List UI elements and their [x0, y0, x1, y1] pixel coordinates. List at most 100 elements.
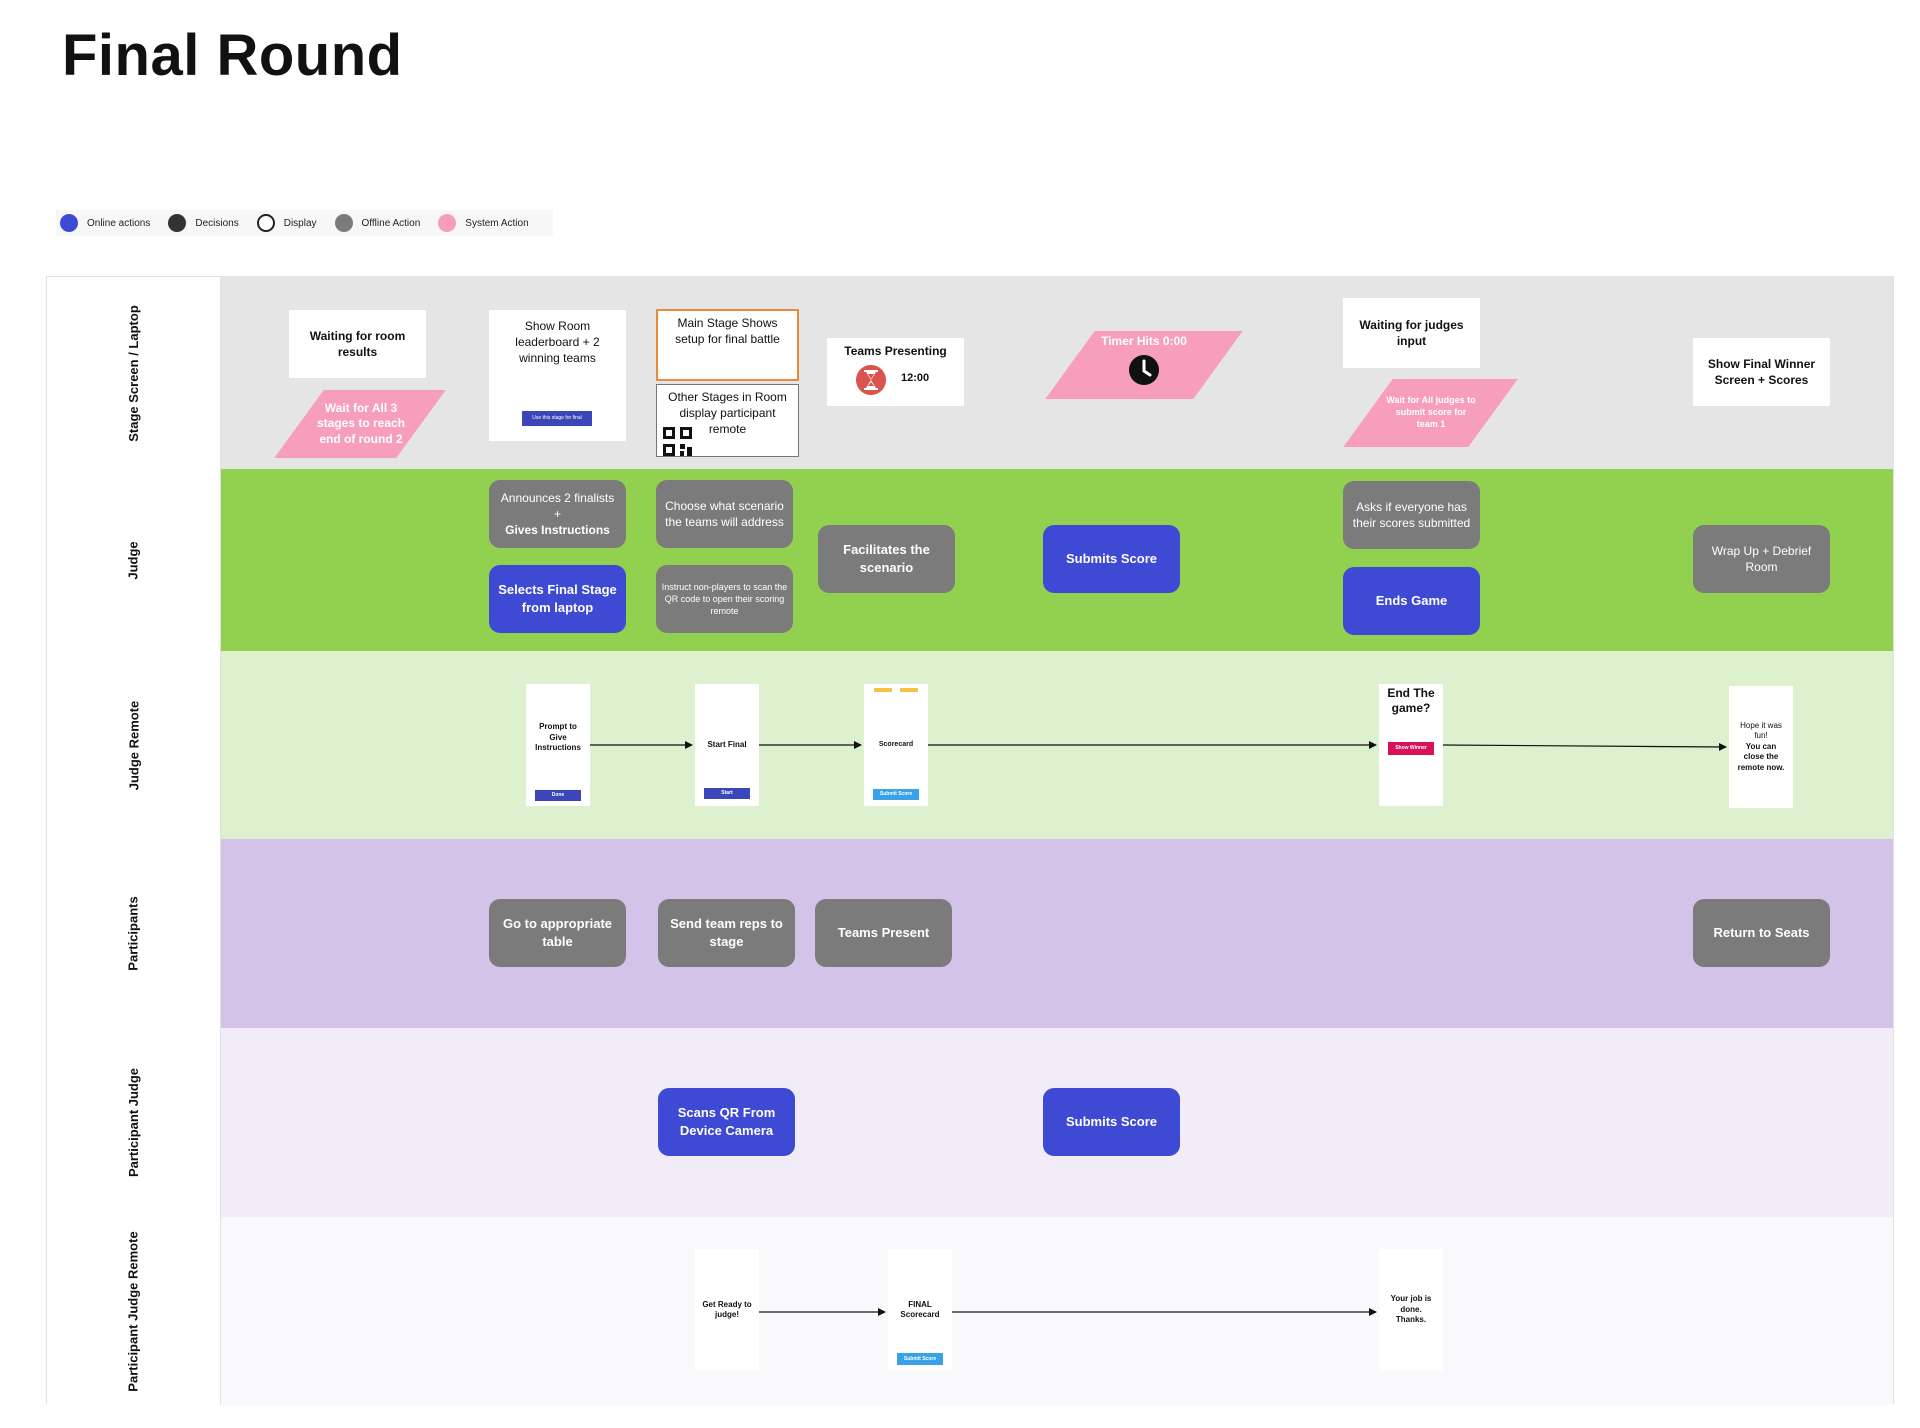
lane-body: Get Ready to judge! FINAL Scorecard Subm… [221, 1217, 1893, 1405]
wait-all-stages-text: Wait for All 3 stages to reach end of ro… [296, 390, 426, 458]
node-label: Waiting for room results [309, 328, 406, 359]
lane-participant-judge-remote: Participant Judge Remote Get Ready to ju… [47, 1217, 1893, 1405]
node-label: FINAL Scorecard [900, 1299, 940, 1319]
node-label: Waiting for judges input [1359, 317, 1464, 348]
node-label: Start Final [707, 739, 747, 749]
hope-fun-screen: Hope it was fun! You can close the remot… [1729, 686, 1793, 808]
facilitates-scenario-node: Facilitates the scenario [818, 525, 955, 593]
yellow-tab-icon [874, 688, 892, 692]
other-stages-display: Other Stages in Room display participant… [656, 384, 799, 457]
page-title: Final Round [62, 23, 403, 88]
decision-dot-icon [168, 214, 187, 232]
node-label: Teams Presenting [844, 344, 947, 358]
lane-body: Announces 2 finalists + Gives Instructio… [221, 469, 1893, 651]
node-label: Instruct non-players to scan the QR code… [661, 581, 788, 617]
node-label: Asks if everyone has their scores submit… [1352, 499, 1471, 530]
system-dot-icon [438, 214, 457, 232]
get-ready-screen: Get Ready to judge! [695, 1249, 759, 1371]
lane-title: Participant Judge Remote [126, 1230, 141, 1392]
node-label: Scans QR From Device Camera [677, 1105, 776, 1138]
wrap-up-node: Wrap Up + Debrief Room [1693, 525, 1830, 593]
legend-label: Display [283, 217, 317, 229]
asks-everyone-node: Asks if everyone has their scores submit… [1343, 481, 1480, 549]
start-button[interactable]: Start [704, 788, 750, 799]
job-done-screen: Your job is done. Thanks. [1379, 1249, 1443, 1371]
legend-item-offline: Offline Action [334, 214, 421, 232]
prompt-instructions-screen: Prompt to Give Instructions Done [526, 684, 590, 806]
show-winner-button[interactable]: Show Winner [1388, 742, 1434, 755]
node-label: End The game? [1387, 686, 1435, 715]
go-to-table-node: Go to appropriate table [489, 899, 626, 967]
use-stage-button[interactable]: Use this stage for final [522, 411, 592, 426]
participant-submits-score-button[interactable]: Submits Score [1043, 1088, 1180, 1156]
judge-submits-score-button[interactable]: Submits Score [1043, 525, 1180, 593]
done-button[interactable]: Done [535, 790, 581, 801]
node-label: Teams Present [837, 925, 930, 941]
lane-header: Stage Screen / Laptop [47, 277, 221, 469]
node-label: Wait for All judges to submit score for … [1386, 395, 1476, 429]
lane-stage-screen: Stage Screen / Laptop Waiting for room r… [47, 277, 1893, 470]
teams-present-node: Teams Present [815, 899, 952, 967]
lane-header: Judge Remote [47, 651, 221, 839]
lane-header: Participant Judge [47, 1028, 221, 1217]
node-label: Show Final Winner Screen + Scores [1707, 356, 1816, 387]
final-submit-score-button[interactable]: Submit Score [897, 1353, 943, 1365]
legend-item-online: Online actions [60, 214, 150, 232]
final-scorecard-screen: FINAL Scorecard Submit Score [888, 1249, 952, 1371]
lane-header: Participants [47, 839, 221, 1028]
legend-label: Online actions [87, 217, 151, 229]
start-final-screen: Start Final Start [695, 684, 759, 806]
node-label: Hope it was fun! [1740, 721, 1782, 741]
lane-title: Judge Remote [125, 700, 141, 790]
node-label: Send team reps to stage [670, 916, 783, 949]
send-reps-node: Send team reps to stage [658, 899, 795, 967]
lane-body: Prompt to Give Instructions Done Start F… [221, 651, 1893, 839]
node-label: Show Room leaderboard + 2 winning teams [515, 319, 600, 366]
node-label: Prompt to Give Instructions [535, 722, 581, 753]
timer-value: 12:00 [901, 372, 930, 384]
offline-dot-icon [334, 214, 353, 232]
swimlane-board: Stage Screen / Laptop Waiting for room r… [46, 276, 1894, 1405]
node-label: + [553, 506, 561, 521]
legend-label: Offline Action [361, 217, 421, 229]
submit-score-button[interactable]: Submit Score [873, 789, 919, 800]
scans-qr-button[interactable]: Scans QR From Device Camera [658, 1088, 795, 1156]
node-label: Selects Final Stage from laptop [498, 582, 617, 615]
node-label: Choose what scenario the teams will addr… [665, 498, 784, 529]
ends-game-button[interactable]: Ends Game [1343, 567, 1480, 635]
selects-final-stage-button[interactable]: Selects Final Stage from laptop [489, 565, 626, 633]
clock-icon [1129, 355, 1159, 385]
legend-item-display: Display [256, 214, 317, 232]
lane-body: Go to appropriate table Send team reps t… [221, 839, 1893, 1028]
node-label: Wait for All 3 stages to reach end of ro… [316, 400, 406, 446]
choose-scenario-node: Choose what scenario the teams will addr… [656, 480, 793, 548]
node-label: You can close the remote now. [1737, 741, 1785, 772]
waiting-room-results-display: Waiting for room results [289, 310, 426, 378]
node-label: Gives Instructions [505, 523, 610, 538]
lane-title: Judge [125, 540, 141, 580]
main-stage-setup-display: Main Stage Shows setup for final battle [656, 309, 799, 381]
qr-code-icon [663, 427, 692, 456]
waiting-judges-display: Waiting for judges input [1343, 298, 1480, 368]
legend-item-system: System Action [438, 214, 529, 232]
lane-header: Participant Judge Remote [47, 1217, 221, 1405]
teams-presenting-display: Teams Presenting 12:00 [827, 338, 964, 406]
node-label: Wrap Up + Debrief Room [1711, 543, 1812, 574]
lane-participant-judge: Participant Judge Scans QR From Device C… [47, 1028, 1893, 1218]
lane-judge: Judge Announces 2 finalists + Gives Inst… [47, 469, 1893, 652]
wait-all-judges-text: Wait for All judges to submit score for … [1364, 379, 1498, 447]
scorecard-screen: Scorecard Submit Score [864, 684, 928, 806]
legend-item-decisions: Decisions [168, 214, 239, 232]
announces-finalists-node: Announces 2 finalists + Gives Instructio… [489, 480, 626, 548]
timer-hits-text: Timer Hits 0:00 [1059, 331, 1229, 353]
online-dot-icon [60, 214, 78, 232]
lane-participants: Participants Go to appropriate table Sen… [47, 839, 1893, 1029]
lane-title: Participants [125, 896, 141, 971]
hourglass-icon [856, 365, 886, 395]
lane-body: Waiting for room results Wait for All 3 … [221, 277, 1893, 469]
node-label: Other Stages in Room display participant… [668, 390, 787, 437]
instruct-non-players-node: Instruct non-players to scan the QR code… [656, 565, 793, 633]
node-label: Announces 2 finalists [500, 490, 615, 505]
node-label: Main Stage Shows setup for final battle [675, 316, 780, 347]
node-label: Submits Score [1065, 551, 1158, 567]
